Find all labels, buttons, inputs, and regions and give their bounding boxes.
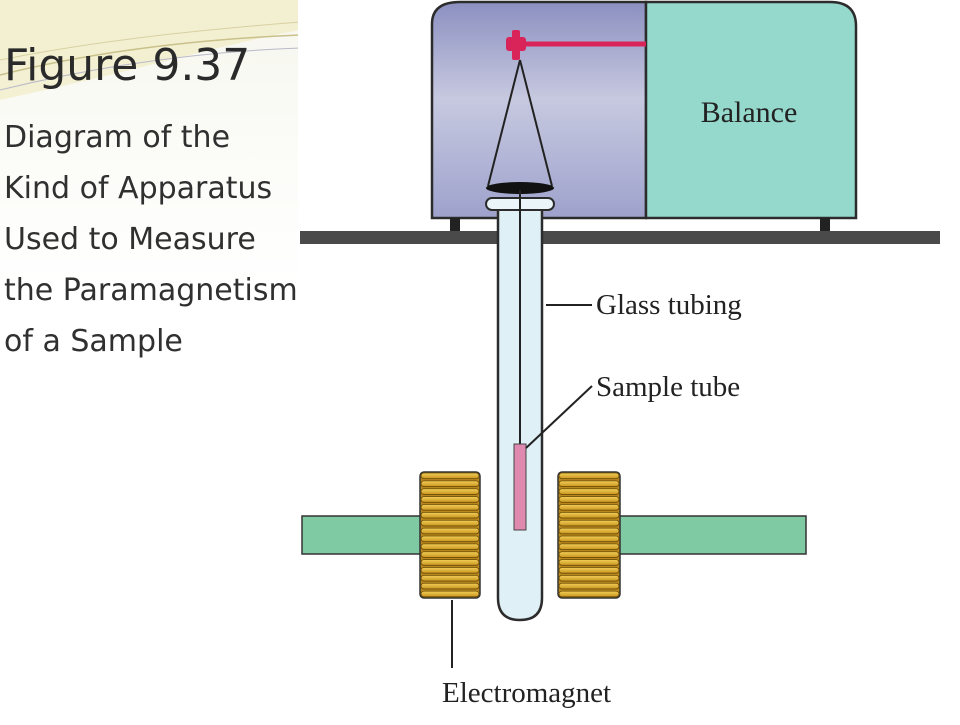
magnet-bar-left	[301, 515, 425, 555]
coil-body	[419, 471, 481, 599]
coil-winding	[420, 559, 480, 566]
description-line: Diagram of the	[4, 120, 231, 155]
apparatus-svg: Balance	[300, 0, 940, 709]
coil-winding	[420, 472, 480, 480]
balance: Balance	[430, 0, 858, 232]
magnet-bar-right	[609, 515, 807, 555]
balance-foot	[450, 218, 460, 232]
coil-winding	[558, 590, 620, 598]
coil-winding	[558, 519, 620, 527]
coil-winding	[420, 480, 480, 487]
coil-winding	[558, 527, 620, 535]
balance-panel	[644, 0, 858, 220]
coil-winding	[558, 488, 620, 495]
figure-title: Figure 9.37	[4, 40, 251, 91]
coil-winding	[558, 582, 620, 590]
coil-winding	[558, 567, 620, 574]
coil-winding	[420, 496, 480, 503]
coil-winding	[420, 567, 480, 574]
coil-winding	[558, 551, 620, 558]
coil-winding	[420, 488, 480, 495]
coil-winding	[558, 511, 620, 519]
coil-winding	[420, 574, 480, 582]
figure-description: Diagram of the Kind of Apparatus Used to…	[4, 112, 344, 367]
electromagnet-label: Electromagnet	[442, 677, 611, 709]
coil-winding	[420, 551, 480, 558]
coil-winding	[558, 559, 620, 566]
balance-label: Balance	[701, 96, 798, 129]
sample-tube-label: Sample tube	[596, 371, 740, 403]
glass-tubing	[485, 190, 555, 622]
coil-winding	[558, 472, 620, 480]
coil-winding	[558, 574, 620, 582]
coil-winding	[420, 582, 480, 590]
balance-foot	[820, 218, 830, 232]
suspension-string	[487, 59, 521, 187]
apparatus-diagram: Balance	[298, 0, 960, 720]
suspension-string	[519, 59, 553, 187]
coil-winding	[420, 504, 480, 511]
description-line: Used to Measure	[4, 222, 256, 257]
sample-tube	[513, 443, 527, 531]
beam-hook	[512, 30, 520, 60]
description-line: of a Sample	[4, 324, 183, 359]
coil-winding	[420, 590, 480, 598]
text-panel: Figure 9.37 Diagram of the Kind of Appar…	[0, 0, 300, 720]
description-line: the Paramagnetism	[4, 273, 298, 308]
coil-winding	[558, 496, 620, 503]
coil-winding	[420, 511, 480, 519]
description-line: Kind of Apparatus	[4, 171, 273, 206]
coil-winding	[420, 527, 480, 535]
coil-right	[557, 471, 621, 599]
coil-winding	[420, 535, 480, 543]
sample-tube-leader	[525, 385, 593, 449]
coil-winding	[558, 535, 620, 543]
pan	[486, 182, 554, 194]
coil-winding	[420, 543, 480, 550]
corner-swoosh-decoration	[0, 0, 300, 100]
coil-winding	[420, 519, 480, 527]
coil-winding	[558, 543, 620, 550]
coil-body	[557, 471, 621, 599]
support-shelf	[300, 231, 940, 244]
coil-winding	[558, 504, 620, 511]
glass-tubing-label: Glass tubing	[596, 289, 742, 321]
electromagnet	[301, 471, 807, 599]
coil-winding	[558, 480, 620, 487]
coil-left	[419, 471, 481, 599]
